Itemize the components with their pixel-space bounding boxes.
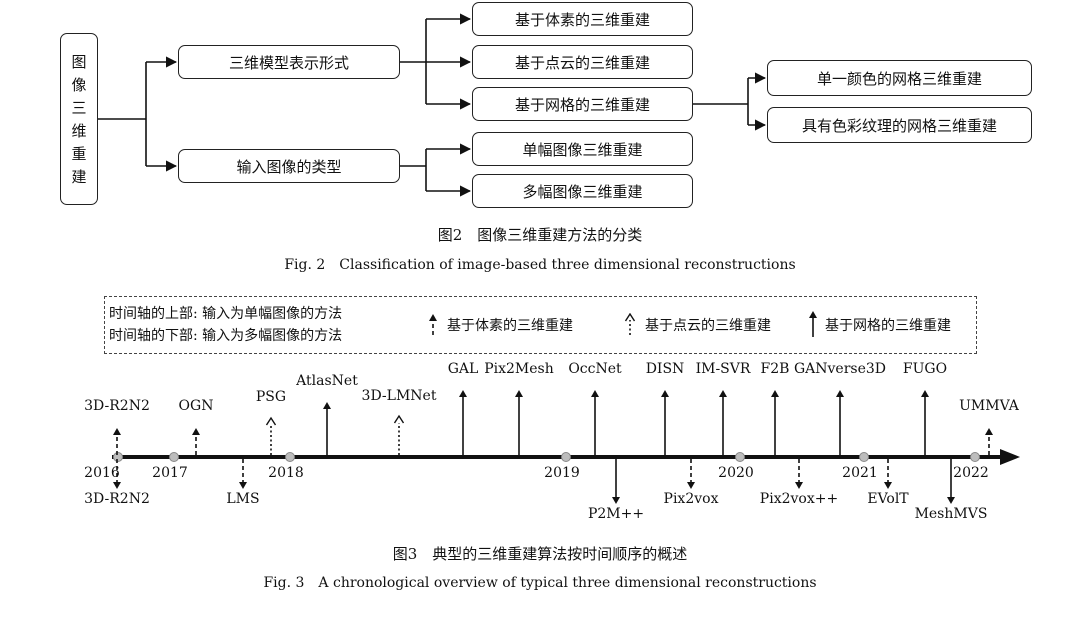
root-char: 像 bbox=[71, 76, 87, 94]
event-label: IM-SVR bbox=[696, 361, 751, 377]
fig2-caption-en: Fig. 2 Classification of image-based thr… bbox=[284, 257, 796, 273]
legend-mesh-arrow-icon bbox=[809, 311, 817, 337]
event-arrow-head bbox=[393, 414, 405, 424]
event-arrow-head bbox=[113, 428, 121, 435]
event-label: PSG bbox=[256, 389, 286, 405]
year-marker bbox=[859, 452, 869, 462]
legend-mesh-label: 基于网格的三维重建 bbox=[825, 318, 951, 334]
leaf-box-voxel: 基于体素的三维重建 bbox=[472, 2, 693, 36]
fig2-connectors bbox=[98, 13, 767, 197]
root-char: 建 bbox=[71, 168, 87, 186]
legend-voxel-label: 基于体素的三维重建 bbox=[447, 318, 573, 334]
event-arrow-head bbox=[612, 497, 620, 504]
leaf-box-mesh: 基于网格的三维重建 bbox=[472, 87, 693, 121]
root-char: 图 bbox=[71, 53, 87, 71]
event-arrow-head bbox=[719, 390, 727, 397]
event-arrow-head bbox=[515, 390, 523, 397]
event-label: FUGO bbox=[903, 361, 947, 377]
event-label: DISN bbox=[646, 361, 685, 377]
event-label: 3D-R2N2 bbox=[84, 398, 150, 414]
legend-point-label: 基于点云的三维重建 bbox=[645, 318, 771, 334]
event-label: EVolT bbox=[867, 491, 909, 507]
event-label: Pix2vox++ bbox=[760, 491, 838, 507]
timeline-axis-arrowhead bbox=[1000, 449, 1020, 465]
root-char: 维 bbox=[71, 122, 87, 140]
root-char: 重 bbox=[71, 145, 87, 163]
mid-box-representation: 三维模型表示形式 bbox=[178, 45, 400, 79]
event-label: UMMVA bbox=[959, 398, 1020, 414]
year-label: 2016 bbox=[84, 465, 120, 481]
event-arrow-head bbox=[239, 482, 247, 489]
event-arrow-head bbox=[947, 497, 955, 504]
event-arrow-head bbox=[985, 428, 993, 435]
event-label: P2M++ bbox=[588, 506, 644, 522]
event-arrow-head bbox=[771, 390, 779, 397]
event-arrow-head bbox=[687, 482, 695, 489]
year-marker bbox=[970, 452, 980, 462]
fig2-caption-cn: 图2 图像三维重建方法的分类 bbox=[437, 226, 643, 244]
event-arrow-head bbox=[459, 390, 467, 397]
event-label: OccNet bbox=[568, 361, 622, 377]
fig3-caption-en: Fig. 3 A chronological overview of typic… bbox=[263, 575, 817, 591]
event-label: 3D-LMNet bbox=[362, 388, 437, 404]
leaf-box-multi-image: 多幅图像三维重建 bbox=[472, 174, 693, 208]
event-label: MeshMVS bbox=[915, 506, 988, 522]
legend-line-bottom: 时间轴的下部: 输入为多幅图像的方法 bbox=[109, 328, 343, 344]
sub-box-single-color-mesh: 单一颜色的网格三维重建 bbox=[767, 60, 1032, 96]
event-arrow-head bbox=[265, 416, 277, 426]
sub-box-textured-mesh: 具有色彩纹理的网格三维重建 bbox=[767, 107, 1032, 143]
year-marker bbox=[113, 452, 123, 462]
year-label: 2022 bbox=[953, 465, 989, 481]
event-label: LMS bbox=[226, 491, 259, 507]
fig3-caption-cn: 图3 典型的三维重建算法按时间顺序的概述 bbox=[392, 545, 688, 563]
event-label: GAL bbox=[448, 361, 479, 377]
year-marker bbox=[735, 452, 745, 462]
event-arrow-head bbox=[884, 482, 892, 489]
legend-line-top: 时间轴的上部: 输入为单幅图像的方法 bbox=[109, 306, 343, 322]
event-label: F2B bbox=[761, 361, 790, 377]
event-label: OGN bbox=[179, 398, 214, 414]
legend-point-arrow-icon bbox=[624, 313, 636, 335]
event-arrow-head bbox=[192, 428, 200, 435]
year-label: 2020 bbox=[718, 465, 754, 481]
year-label: 2019 bbox=[544, 465, 580, 481]
fig3-timeline: 2016 2017 2018 2019 2020 2021 2022 3D-R2N2 OGN PS… bbox=[84, 361, 1020, 522]
mid-box-input-type: 输入图像的类型 bbox=[178, 149, 400, 183]
event-label: Pix2Mesh bbox=[484, 361, 554, 377]
root-char: 三 bbox=[71, 99, 87, 117]
event-label: Pix2vox bbox=[664, 491, 719, 507]
leaf-box-single-image: 单幅图像三维重建 bbox=[472, 132, 693, 166]
year-label: 2021 bbox=[842, 465, 878, 481]
event-arrow-head bbox=[113, 482, 121, 489]
year-marker bbox=[285, 452, 295, 462]
root-box-image-3d-reconstruction: 图 像 三 维 重 建 bbox=[60, 33, 98, 205]
event-arrow-head bbox=[323, 402, 331, 409]
event-arrow-head bbox=[795, 482, 803, 489]
event-label: 3D-R2N2 bbox=[84, 491, 150, 507]
fig3-legend: 时间轴的上部: 输入为单幅图像的方法 时间轴的下部: 输入为多幅图像的方法 基于… bbox=[104, 296, 977, 354]
leaf-box-point-cloud: 基于点云的三维重建 bbox=[472, 45, 693, 79]
year-label: 2018 bbox=[268, 465, 304, 481]
event-label: AtlasNet bbox=[295, 373, 358, 389]
year-marker bbox=[169, 452, 179, 462]
legend-voxel-arrow-icon bbox=[429, 314, 437, 335]
event-arrow-head bbox=[836, 390, 844, 397]
event-arrow-head bbox=[921, 390, 929, 397]
event-arrow-head bbox=[591, 390, 599, 397]
event-label: GANverse3D bbox=[794, 361, 886, 377]
year-marker bbox=[561, 452, 571, 462]
year-label: 2017 bbox=[152, 465, 188, 481]
event-arrow-head bbox=[661, 390, 669, 397]
